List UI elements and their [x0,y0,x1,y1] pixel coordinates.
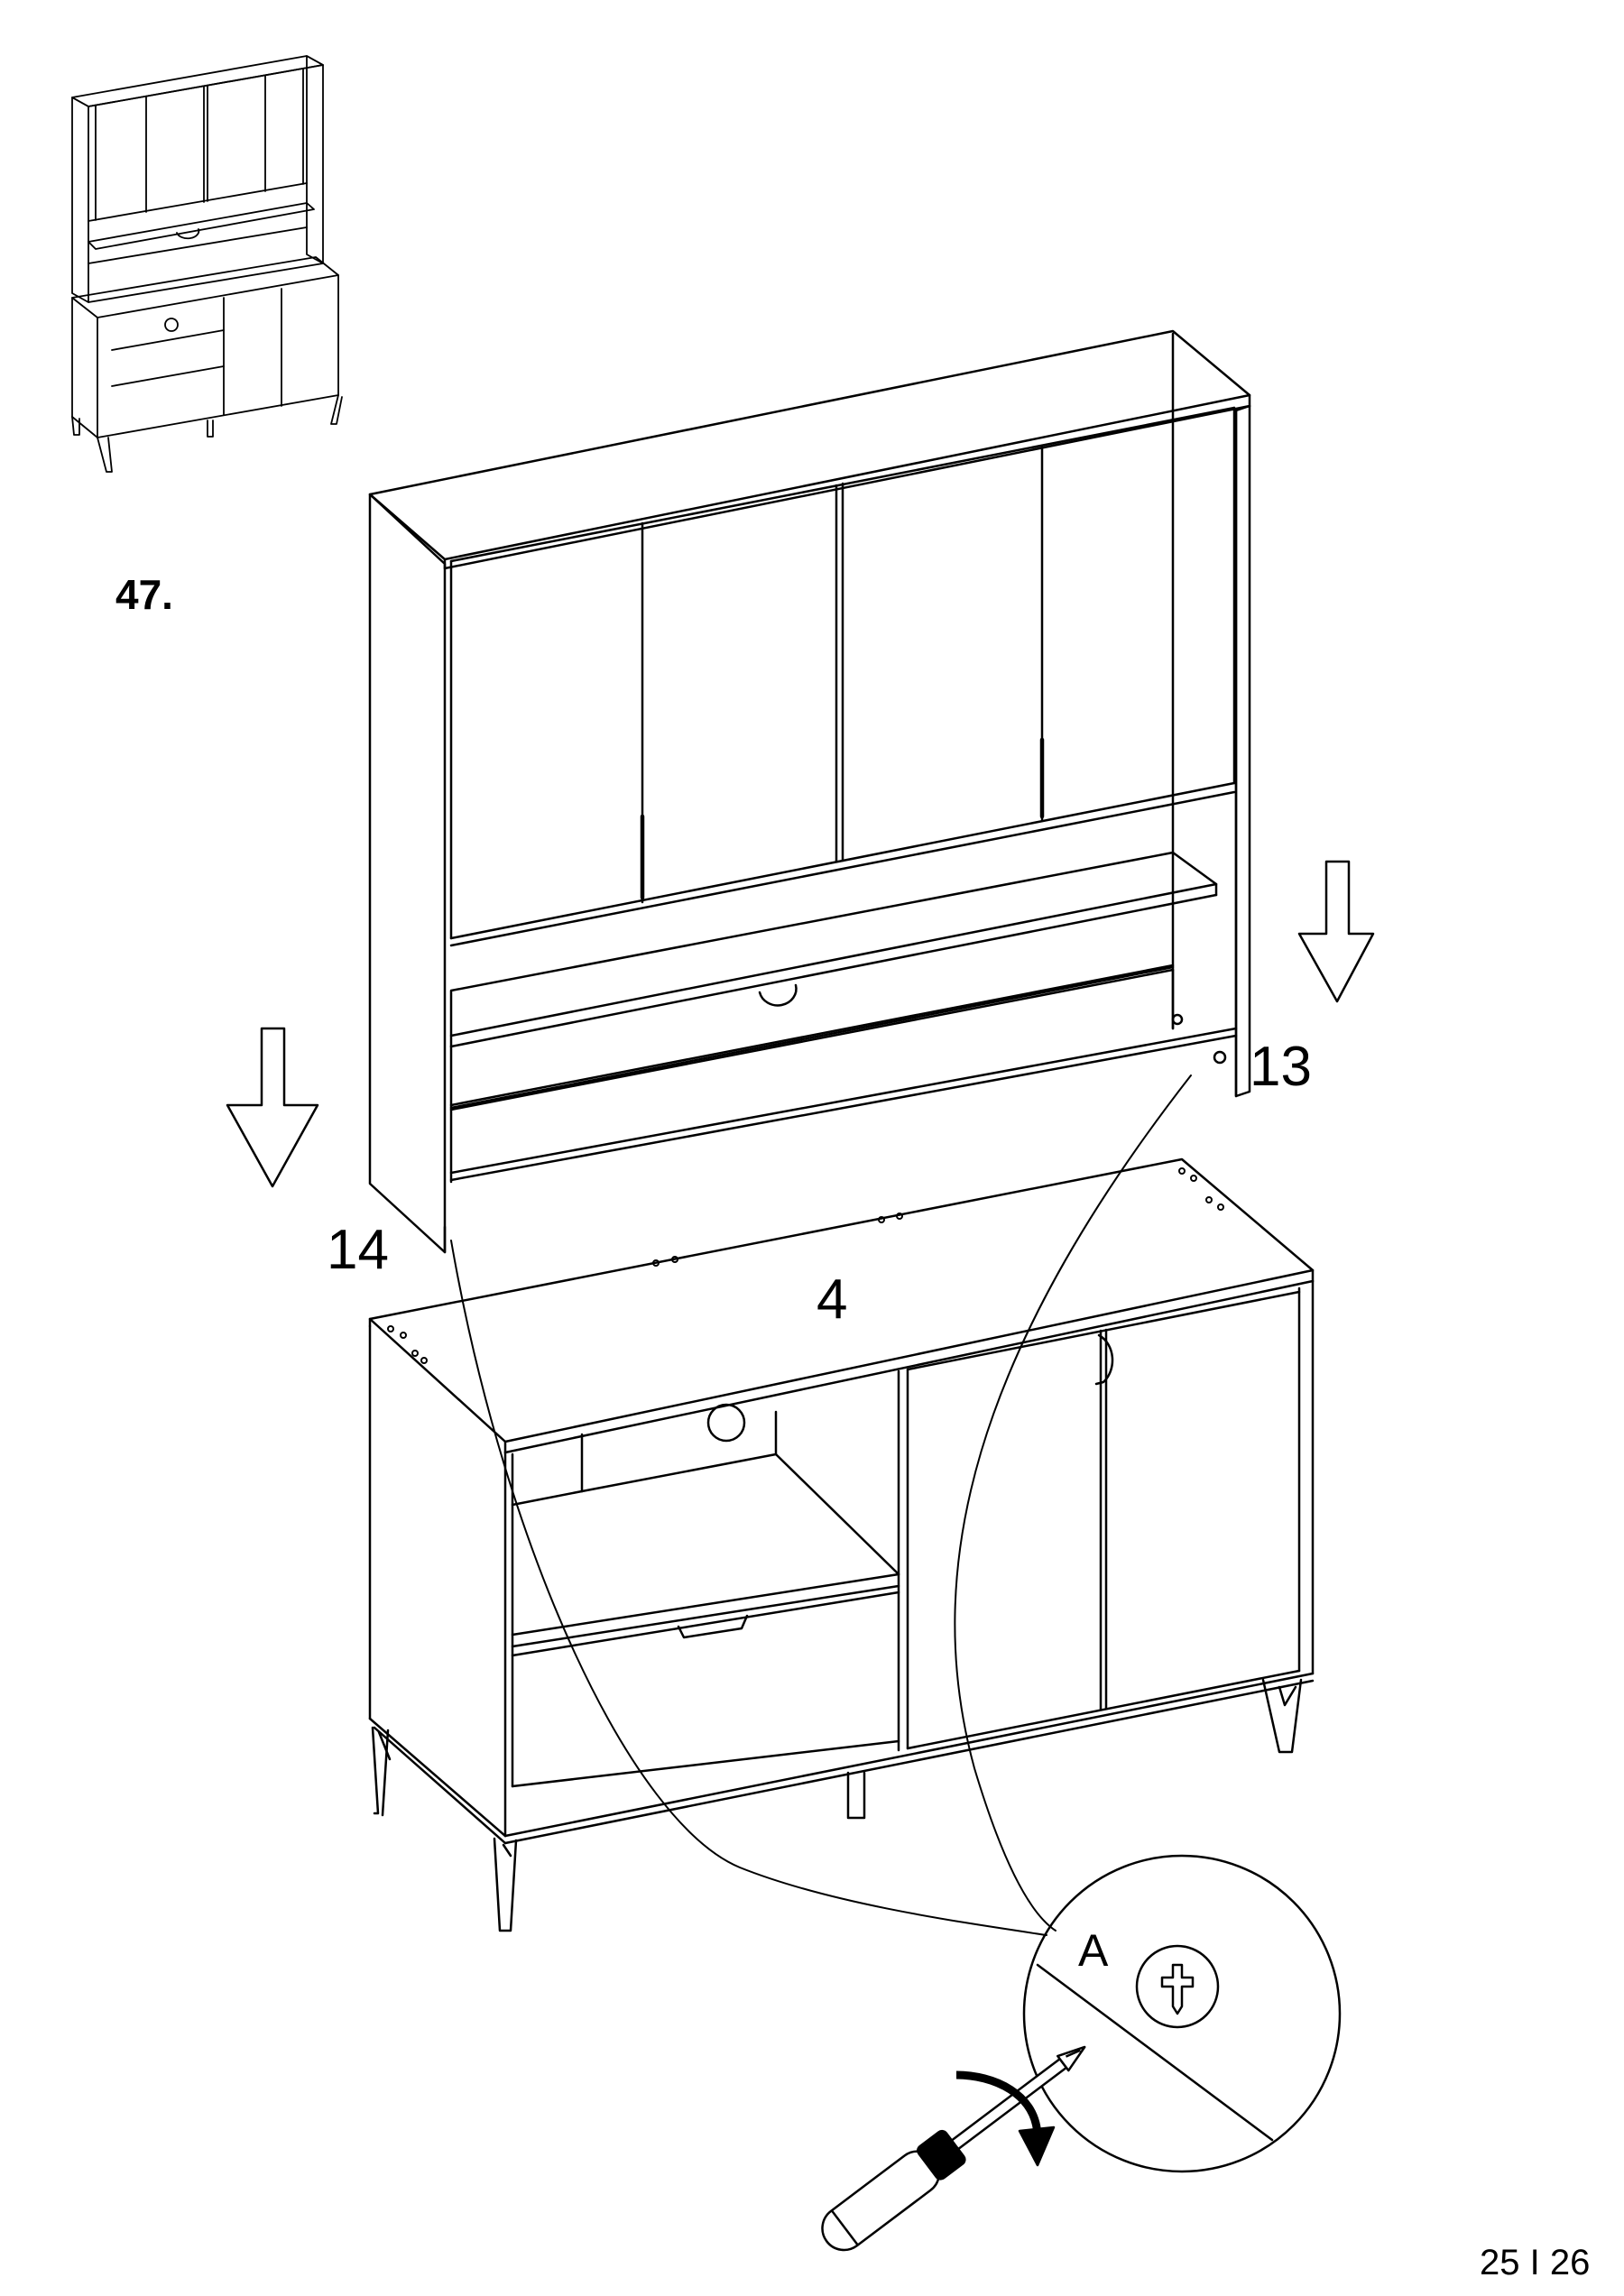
screw-detail-icon [1022,1854,1342,2173]
page-number: 25 I 26 [1480,2243,1591,2282]
overview-cabinet-icon [71,55,343,473]
step-number: 47. [115,571,173,618]
part-label-4: 4 [817,1268,848,1331]
down-arrow-icon [1297,860,1375,1003]
guide-lines [450,1074,1192,1936]
down-arrow-icon [226,1027,319,1188]
part-label-13: 13 [1250,1036,1312,1098]
hardware-label-a: A [1078,1925,1109,1976]
part-label-14: 14 [327,1219,389,1281]
base-unit [368,1157,1315,1932]
screwdriver-icon [821,2045,1086,2252]
hutch-unit [368,329,1251,1254]
